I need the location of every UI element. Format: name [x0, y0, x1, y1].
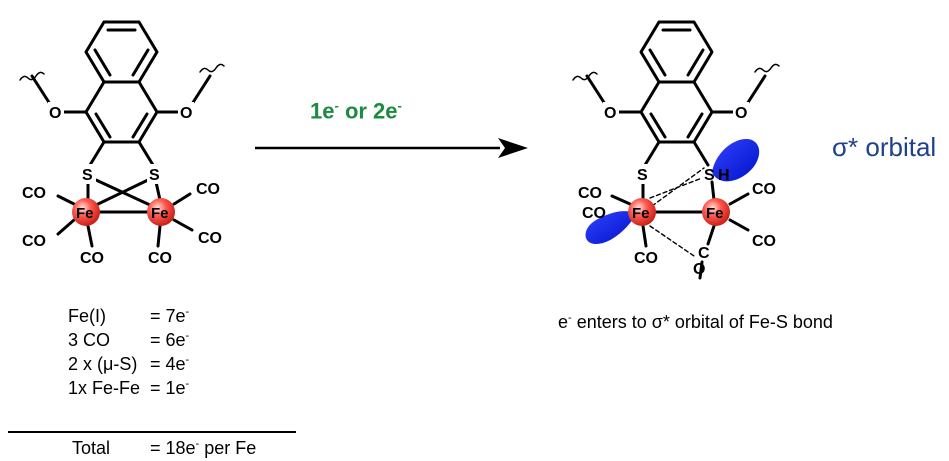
left-iron-2: Fe: [151, 205, 169, 222]
right-oxygen-2: O: [735, 105, 747, 122]
count-row-2-label: 3 CO: [68, 330, 111, 350]
left-carbonyl-3: CO: [80, 250, 104, 267]
right-hydrogen-fragment: H: [718, 167, 730, 184]
count-row-2-eq: = 6e-: [150, 330, 190, 350]
right-carbonyl-1: CO: [578, 185, 602, 202]
right-iron-sphere-1: [628, 198, 656, 226]
left-carbonyl-1: CO: [22, 185, 46, 202]
left-molecule: [19, 20, 225, 248]
sigma-star-lobe-lower: [585, 211, 636, 244]
left-sulfur-2: S: [149, 167, 160, 184]
right-iron-2: Fe: [706, 205, 724, 222]
count-row-3-label: 2 x (μ-S): [68, 354, 138, 374]
right-molecule: [572, 20, 780, 280]
left-carbonyl-2: CO: [22, 233, 46, 250]
count-row-1-eq: = 7e-: [150, 306, 190, 326]
orbital-label: σ* orbital: [832, 132, 937, 162]
arrow-label-sup-1: -: [334, 98, 339, 113]
count-row-3-eq: = 4e-: [150, 354, 190, 374]
left-oxygen-1: O: [49, 105, 61, 122]
count-total-label: Total: [72, 438, 111, 458]
arrow-label-main: 1e: [310, 98, 335, 124]
arrow-label-mid: or 2e: [338, 98, 398, 124]
right-sulfur-2: S: [704, 167, 715, 184]
left-oxygen-2: O: [180, 105, 192, 122]
right-carbonyl-3: CO: [634, 250, 658, 267]
left-carbonyl-5: CO: [198, 230, 222, 247]
left-carbonyl-6: CO: [148, 250, 172, 267]
left-iron-1: Fe: [76, 205, 94, 222]
left-sulfur-1: S: [82, 167, 93, 184]
right-iron-sphere-2: [702, 198, 730, 226]
right-sulfur-1: S: [637, 167, 648, 184]
count-row-1-label: Fe(I): [68, 306, 106, 326]
left-carbonyl-4: CO: [196, 181, 220, 198]
right-bridging-oxygen: O: [693, 261, 705, 278]
right-carbonyl-2: CO: [582, 205, 606, 222]
count-row-4-eq: = 1e-: [150, 378, 190, 398]
right-iron-1: Fe: [632, 205, 650, 222]
reaction-arrow: [255, 138, 528, 158]
right-carbonyl-5: CO: [752, 233, 776, 250]
count-row-4-label: 1x Fe-Fe: [68, 378, 141, 398]
sigma-star-lobe-upper: [712, 139, 760, 182]
caption: e- enters to σ* orbital of Fe-S bond: [558, 312, 833, 332]
right-bridging-carbon: C: [698, 245, 710, 262]
right-oxygen-1: O: [604, 105, 616, 122]
arrow-label-sup-2: -: [397, 98, 402, 113]
count-total-eq: = 18e- per Fe: [150, 438, 257, 458]
arrow-label: 1e- or 2e-: [310, 98, 402, 124]
right-atom-labels: O O S S H Fe Fe CO CO CO CO CO C O: [578, 102, 776, 278]
left-iron-sphere-1: [72, 198, 100, 226]
left-iron-sphere-2: [147, 198, 175, 226]
left-atom-labels: O O S S Fe Fe CO CO CO CO CO CO: [22, 102, 222, 267]
right-carbonyl-4: CO: [752, 181, 776, 198]
